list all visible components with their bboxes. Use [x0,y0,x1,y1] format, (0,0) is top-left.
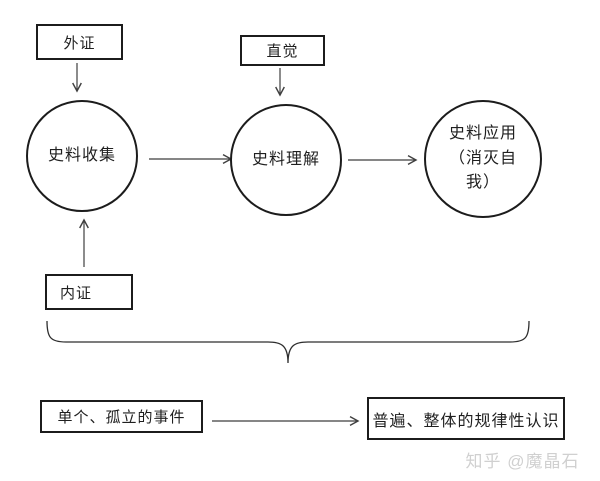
box-intuition-label: 直觉 [266,44,299,60]
circle-source-collection: 史料收集 [26,100,138,212]
box-universal-pattern-knowledge: 普遍、整体的规律性认识 [367,397,565,440]
circle-source-understanding-label: 史料理解 [251,150,320,168]
box-internal-evidence-label: 内证 [60,285,93,302]
box-universal-pattern-knowledge-label: 普遍、整体的规律性认识 [372,412,560,430]
box-internal-evidence: 内证 [45,274,133,310]
box-external-evidence: 外证 [36,24,123,60]
box-external-evidence-label: 外证 [63,35,96,52]
box-intuition: 直觉 [240,35,325,66]
box-single-isolated-events: 单个、孤立的事件 [40,400,203,433]
circle-source-application: 史料应用 （消灭自 我） [424,100,542,218]
circle-source-application-label: 史料应用 （消灭自 我） [448,124,517,192]
circle-source-understanding: 史料理解 [230,104,342,216]
box-single-isolated-events-label: 单个、孤立的事件 [57,410,186,426]
under-brace [46,320,530,364]
zhihu-watermark: 知乎 @魔晶石 [465,452,580,471]
circle-source-collection-label: 史料收集 [47,146,116,164]
